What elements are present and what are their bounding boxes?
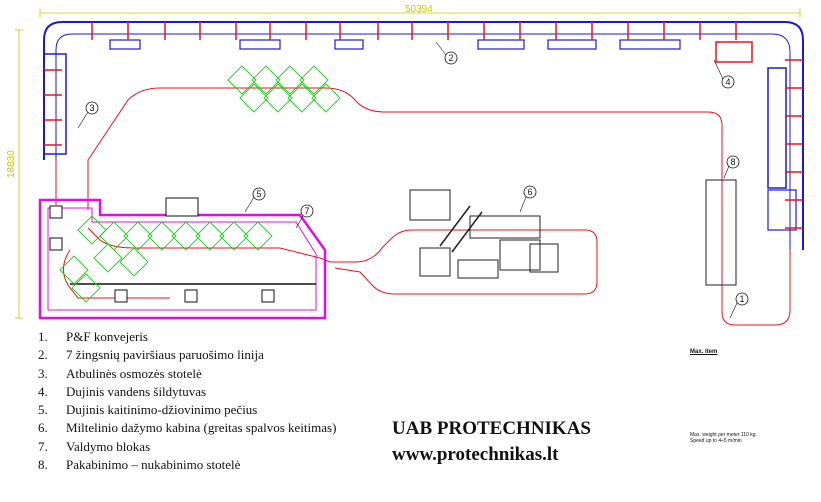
- company-url[interactable]: www.protechnikas.lt: [392, 444, 559, 465]
- company-block: UAB PROTECHNIKAS www.protechnikas.lt: [392, 416, 591, 468]
- pretreatment-tank-dividers: [44, 22, 803, 229]
- dimension-lines: [15, 9, 801, 319]
- callout-markers: [85, 51, 749, 306]
- callout-leaders: [77, 41, 738, 319]
- callout-7: 7: [304, 206, 309, 216]
- powder-booth-area: [409, 189, 559, 279]
- callout-4: 4: [725, 77, 730, 87]
- factory-layout-plan: 1 2 3 4 5 6 7 8: [15, 9, 804, 326]
- dimension-depth: 18830: [6, 150, 17, 178]
- callout-1: 1: [739, 294, 744, 304]
- detail-note: Max. weight per meter 110 kg. Speed up t…: [690, 432, 757, 444]
- legend-item: 2.7 žingsnių paviršiaus paruošimo linija: [38, 347, 264, 363]
- callout-6: 6: [527, 187, 532, 197]
- pretreatment-line: [43, 21, 804, 250]
- legend-item: 6.Miltelinio dažymo kabina (greitas spal…: [38, 420, 337, 436]
- callout-5: 5: [256, 189, 261, 199]
- loading-station: [705, 179, 737, 286]
- dimension-width: 50394: [405, 4, 433, 15]
- hanger-racks: [59, 65, 341, 303]
- legend-item: 5.Dujinis kaitinimo-džiovinimo pečius: [38, 402, 258, 418]
- legend-list: 1.P&F konvejeris 2.7 žingsnių paviršiaus…: [38, 328, 388, 474]
- callout-8: 8: [730, 157, 735, 167]
- legend-item: 1.P&F konvejeris: [38, 329, 148, 344]
- legend-item: 4.Dujinis vandens šildytuvas: [38, 383, 207, 399]
- legend-item: 3.Atbulinės osmozės stotelė: [38, 365, 202, 381]
- oven-burners: [49, 197, 275, 303]
- legend-item: 8.Pakabinimo – nukabinimo stotelė: [38, 457, 241, 473]
- callout-3: 3: [89, 103, 94, 113]
- company-name: UAB PROTECHNIKAS: [392, 418, 591, 439]
- detail-title: Max. item: [690, 349, 718, 355]
- callout-2: 2: [448, 53, 453, 63]
- curing-oven: [38, 198, 327, 320]
- water-heater: [715, 41, 753, 63]
- legend-item: 7.Valdymo blokas: [38, 438, 151, 454]
